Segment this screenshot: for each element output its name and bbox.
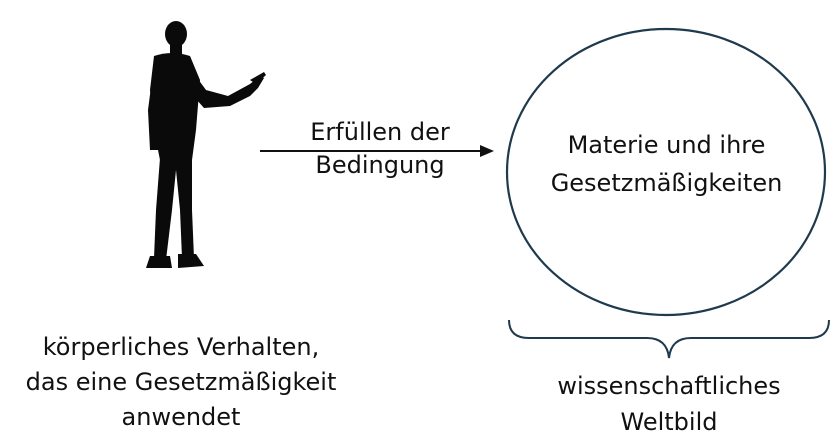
- man-silhouette-icon: [146, 21, 266, 268]
- left-caption-line-2: das eine Gesetzmäßigkeit: [25, 368, 337, 396]
- matter-circle: [505, 27, 827, 317]
- left-caption: körperliches Verhalten, das eine Gesetzm…: [0, 330, 362, 435]
- arrow-label: Erfüllen der Bedingung: [265, 116, 495, 182]
- arrow-label-line-2: Bedingung: [315, 151, 445, 179]
- arrow-label-line-1: Erfüllen der: [310, 118, 450, 146]
- right-caption-line-1: wissenschaftliches: [557, 372, 781, 400]
- left-caption-line-1: körperliches Verhalten,: [42, 333, 320, 361]
- circle-text: Materie und ihre Gesetzmäßigkeiten: [504, 126, 829, 202]
- curly-brace-icon: [508, 319, 830, 359]
- right-caption-line-2: Weltbild: [620, 408, 718, 436]
- circle-text-line-2: Gesetzmäßigkeiten: [550, 169, 783, 197]
- right-caption: wissenschaftliches Weltbild: [505, 368, 833, 440]
- arrow-right-icon: [260, 145, 494, 157]
- circle-text-line-1: Materie und ihre: [567, 131, 766, 159]
- left-caption-line-3: anwendet: [121, 403, 241, 431]
